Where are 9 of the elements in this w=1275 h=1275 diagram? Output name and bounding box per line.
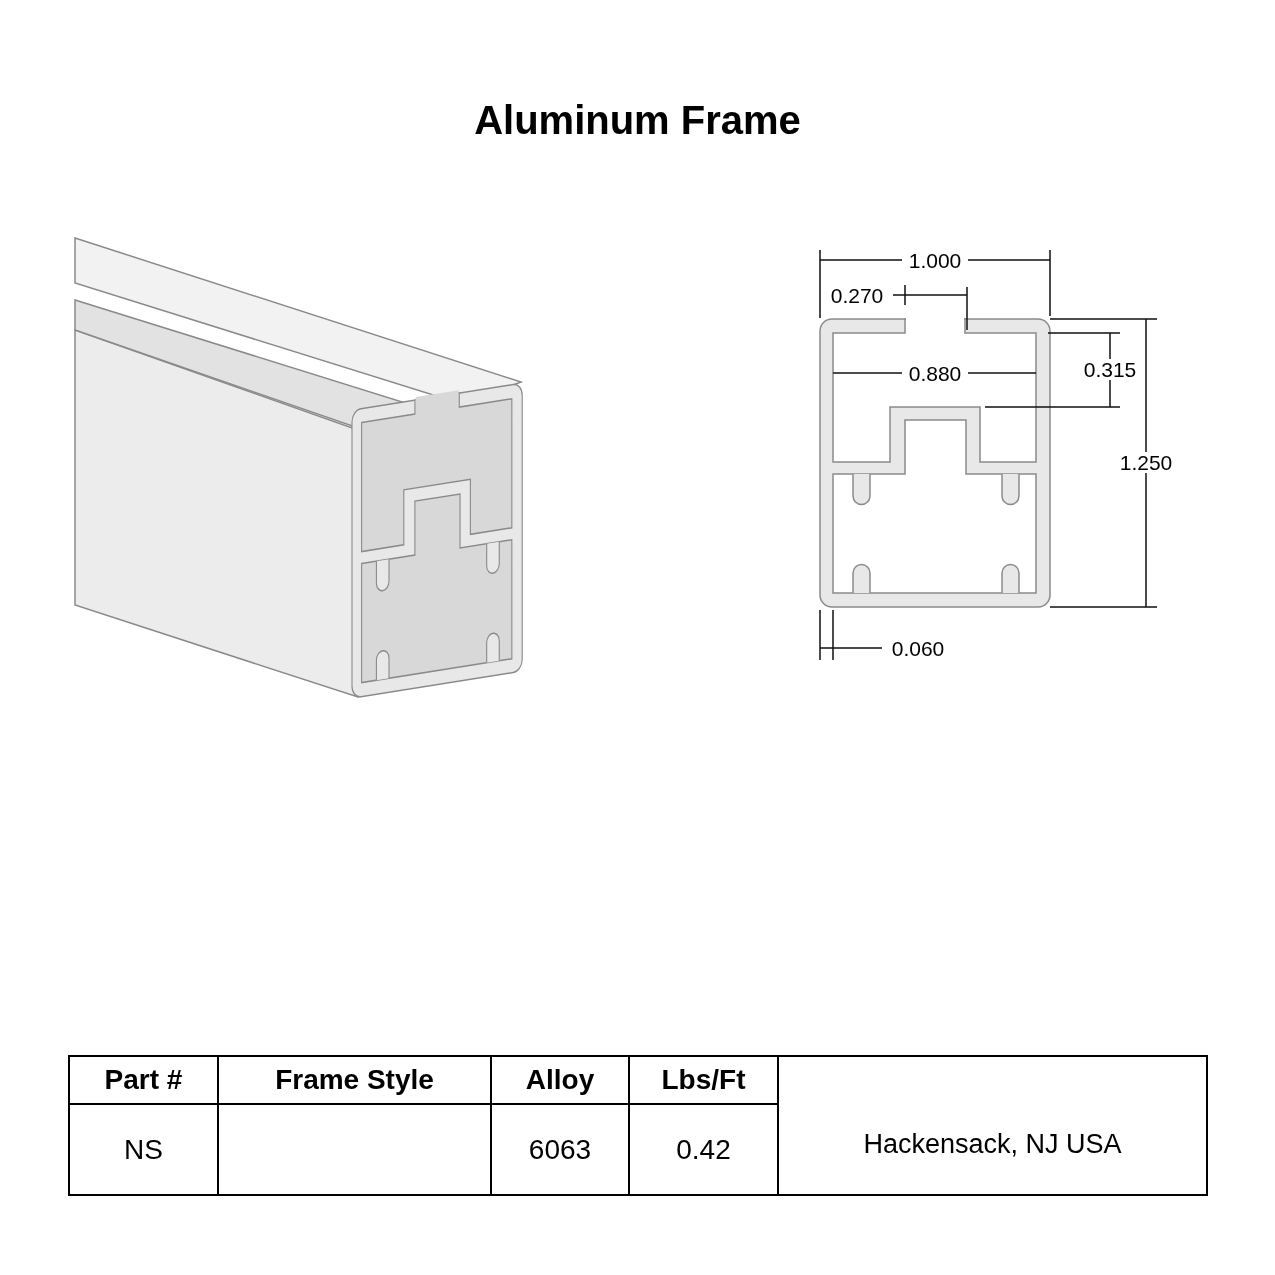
title: Aluminum Frame	[473, 97, 802, 144]
table-cell: NS	[70, 1105, 219, 1194]
column-header: Alloy	[492, 1057, 630, 1105]
table-cell: 6063	[492, 1105, 630, 1194]
column-header: Lbs/Ft	[630, 1057, 779, 1105]
address-text: Hackensack, NJ USA	[779, 1057, 1208, 1194]
table-cell: 0.42	[630, 1105, 779, 1194]
column-header: Part #	[70, 1057, 219, 1105]
column-header: Frame Style	[219, 1057, 492, 1105]
